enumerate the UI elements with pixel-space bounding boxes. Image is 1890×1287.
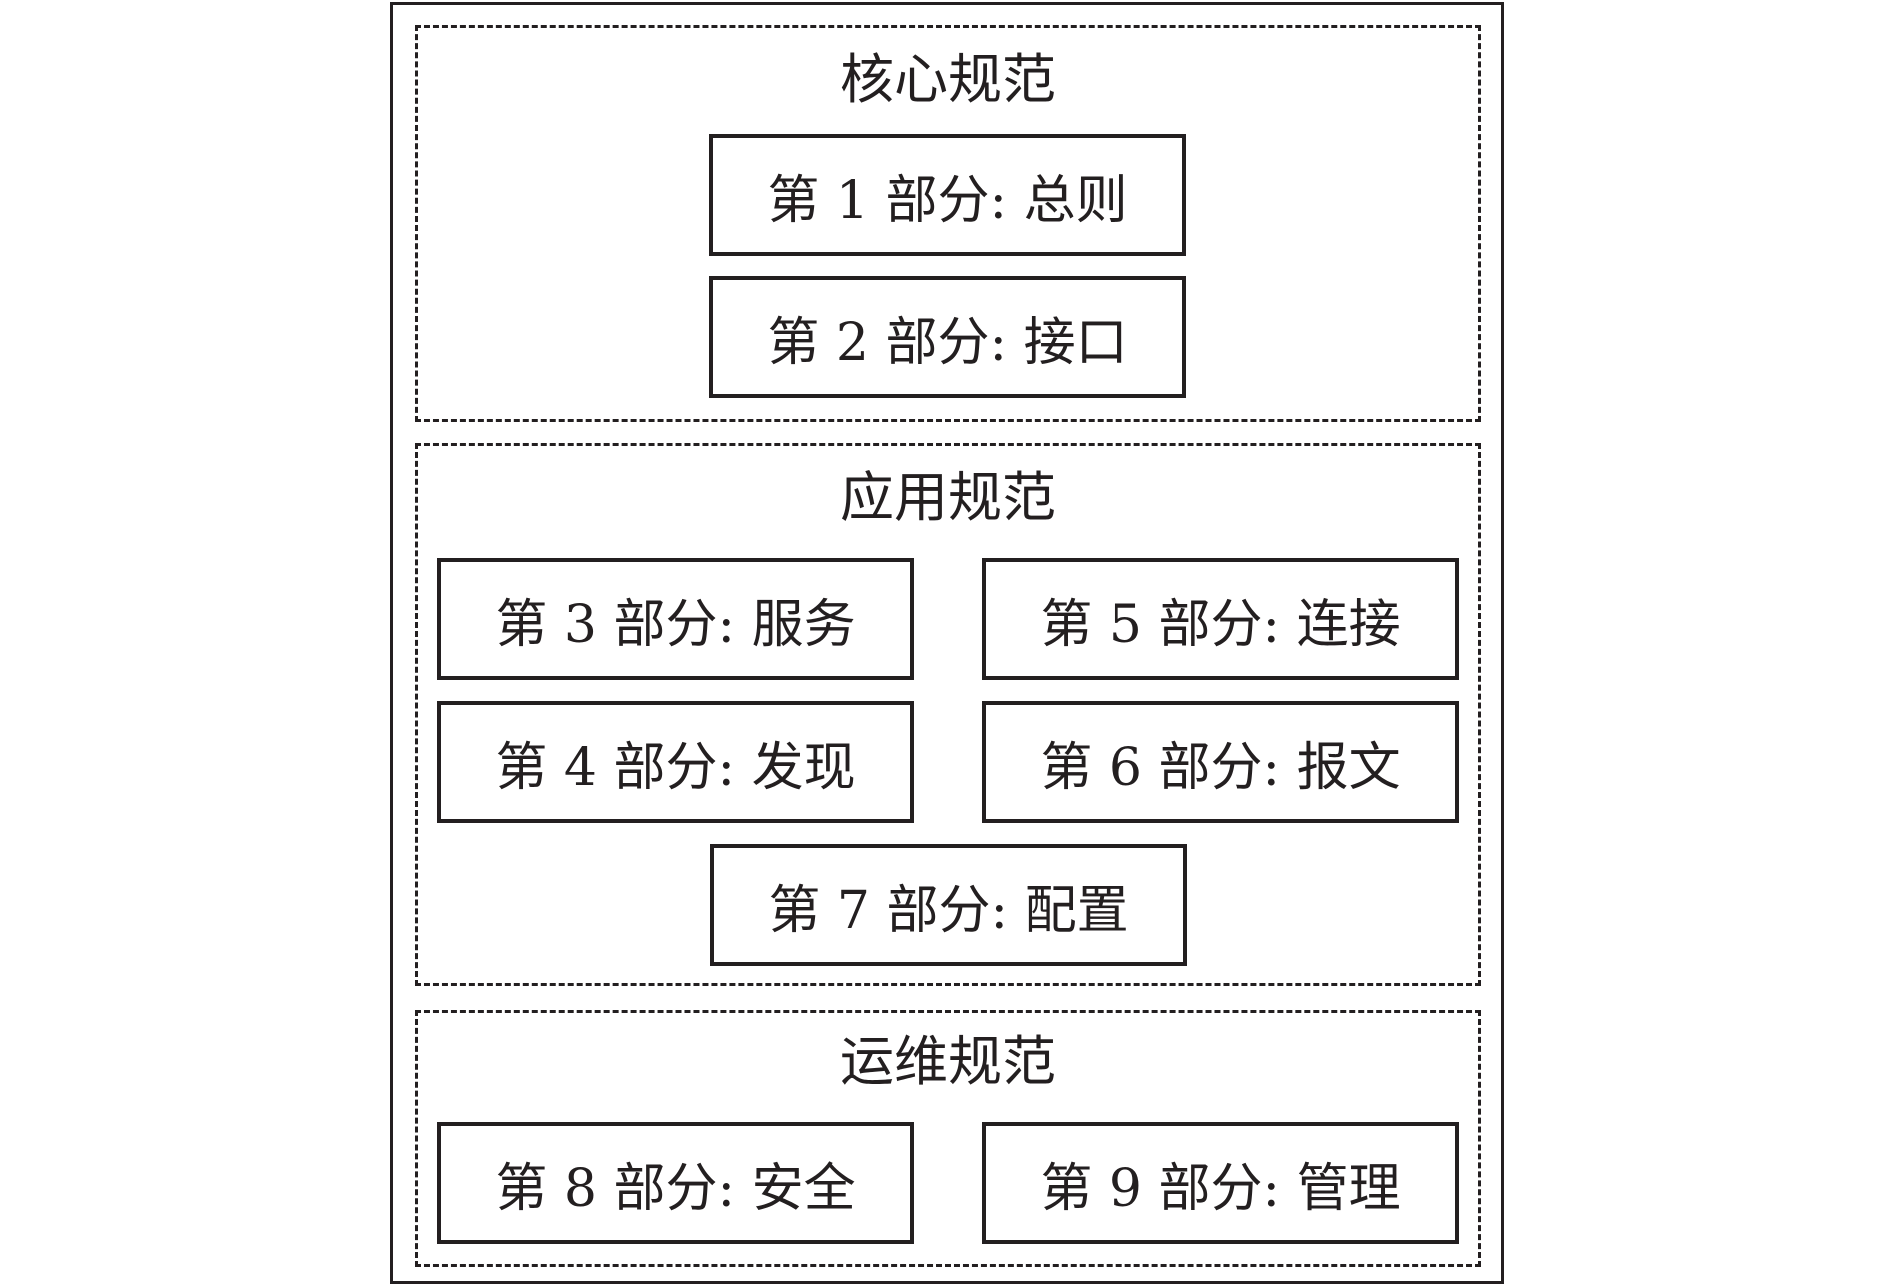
part-3-box: 第 3 部分: 服务 (437, 558, 914, 680)
group-title-application: 应用规范 (840, 466, 1056, 529)
part-1-box: 第 1 部分: 总则 (709, 134, 1186, 256)
part-6-box: 第 6 部分: 报文 (982, 701, 1459, 823)
part-7-box: 第 7 部分: 配置 (710, 844, 1187, 966)
group-application-spec (415, 443, 1481, 986)
part-9-box: 第 9 部分: 管理 (982, 1122, 1459, 1244)
part-2-box: 第 2 部分: 接口 (709, 276, 1186, 398)
part-5-box: 第 5 部分: 连接 (982, 558, 1459, 680)
group-title-operations: 运维规范 (840, 1030, 1056, 1093)
part-8-box: 第 8 部分: 安全 (437, 1122, 914, 1244)
group-title-core: 核心规范 (840, 48, 1056, 111)
group-core-spec (415, 25, 1481, 422)
group-operations-spec (415, 1010, 1481, 1267)
part-4-box: 第 4 部分: 发现 (437, 701, 914, 823)
outer-frame (390, 2, 1504, 1284)
